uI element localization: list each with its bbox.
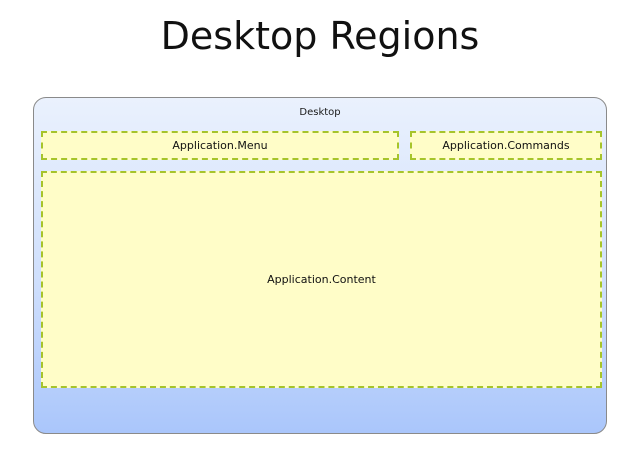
- application-commands-region: Application.Commands: [410, 131, 602, 160]
- page-title: Desktop Regions: [160, 14, 480, 58]
- application-menu-region: Application.Menu: [41, 131, 399, 160]
- application-content-label: Application.Content: [267, 273, 376, 286]
- application-content-region: Application.Content: [41, 171, 602, 388]
- application-menu-label: Application.Menu: [172, 139, 268, 152]
- application-commands-label: Application.Commands: [442, 139, 570, 152]
- desktop-label: Desktop: [299, 107, 341, 118]
- desktop-region: Desktop Application.Menu Application.Com…: [33, 97, 607, 434]
